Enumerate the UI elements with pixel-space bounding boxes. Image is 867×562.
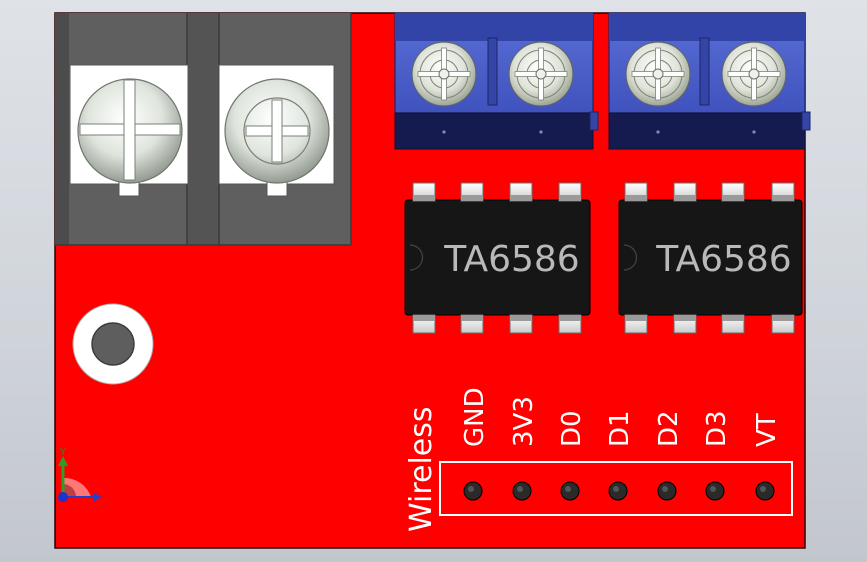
pin-label: D3: [702, 410, 732, 447]
pin-label: D1: [605, 410, 635, 447]
chip-pin: [558, 182, 582, 202]
screw-icon: [625, 41, 691, 107]
chip-pin: [412, 182, 436, 202]
screw-icon: [411, 41, 477, 107]
header-pin: [608, 481, 628, 501]
chip-label: TA6586: [655, 239, 791, 280]
chip-pin: [673, 314, 697, 334]
chip-ta6586-1: TA6586: [404, 199, 591, 316]
chip-ta6586-2: TA6586: [618, 199, 803, 316]
chip-pin: [771, 314, 795, 334]
screw-icon: [721, 41, 787, 107]
chip-pin: [771, 182, 795, 202]
pin-label: 3V3: [509, 396, 539, 447]
screw-icon: [508, 41, 574, 107]
chip-label: TA6586: [443, 239, 579, 280]
pin-label: GND: [460, 387, 490, 447]
screw-icon: [77, 78, 183, 184]
chip-pin: [624, 314, 648, 334]
header-pin: [560, 481, 580, 501]
chip-pin: [412, 314, 436, 334]
chip-pin: [673, 182, 697, 202]
chip-pin: [509, 314, 533, 334]
pin-label: VT: [752, 413, 782, 447]
chip-pin: [624, 182, 648, 202]
chip-pin: [509, 182, 533, 202]
mounting-hole-icon: [72, 303, 154, 385]
pin-label: D2: [654, 410, 684, 447]
wireless-header: [439, 461, 793, 516]
header-pin: [657, 481, 677, 501]
axis-y-label: Y: [59, 447, 67, 458]
chip-pin: [721, 182, 745, 202]
chip-pin: [721, 314, 745, 334]
chip-pin: [460, 182, 484, 202]
pin-label: D0: [557, 410, 587, 447]
chip-pin: [558, 314, 582, 334]
header-pin: [463, 481, 483, 501]
header-pin: [755, 481, 775, 501]
axis-triad-icon: Y: [58, 447, 102, 502]
header-pin: [705, 481, 725, 501]
header-title: Wireless: [404, 406, 439, 532]
chip-pin: [460, 314, 484, 334]
header-pin: [512, 481, 532, 501]
screw-icon: [224, 78, 330, 184]
